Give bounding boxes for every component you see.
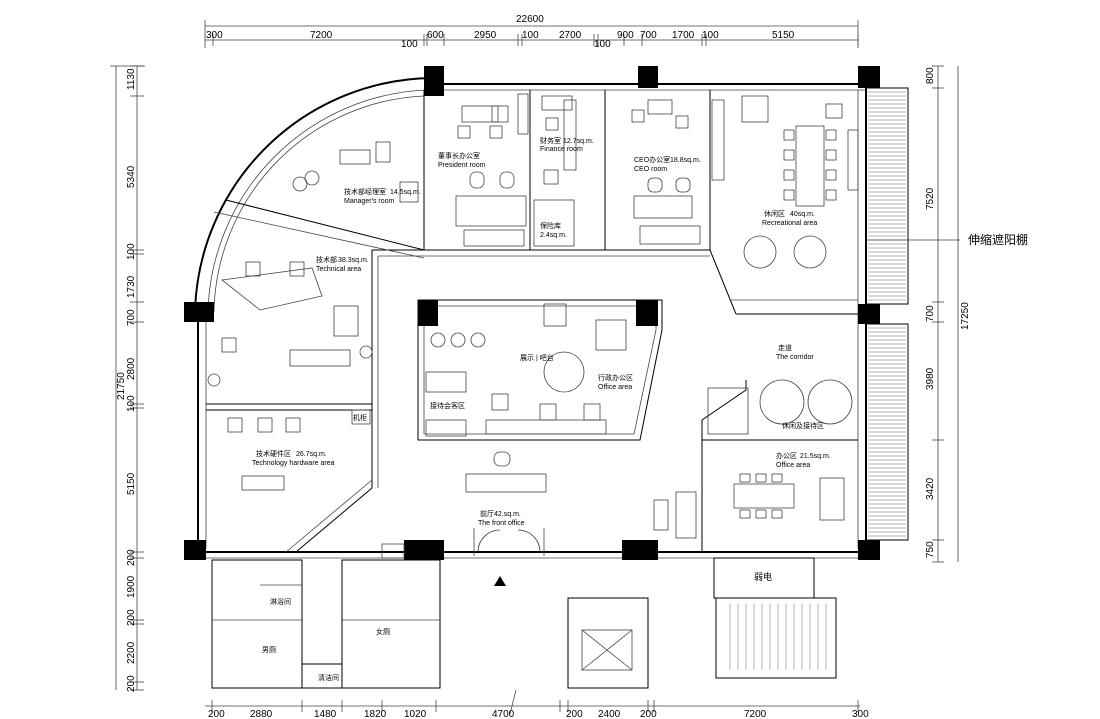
finance-room-cn: 财务室	[540, 136, 561, 145]
recreational-en: Recreational area	[762, 220, 817, 227]
office-area-area: 21.5sq.m.	[800, 453, 831, 460]
dim-top: 100	[702, 30, 719, 41]
dim-bottom: 1020	[404, 709, 427, 719]
dim-right: 800	[925, 67, 936, 84]
finance-room-en: Finance room	[540, 146, 583, 153]
manager-room-en: Manager's room	[344, 198, 395, 205]
dim-bottom: 1820	[364, 709, 387, 719]
dim-top: 100	[401, 39, 418, 50]
equipment-cabinet-cn: 机柜	[353, 413, 367, 422]
dim-left: 5150	[126, 472, 137, 495]
hardware-cn: 技术硬件区	[256, 449, 291, 458]
dim-left: 100	[126, 395, 137, 412]
hardware-en: Technology hardware area	[252, 460, 335, 467]
front-office-area: 42.sq.m.	[494, 511, 521, 518]
dim-right: 700	[925, 305, 936, 322]
hardware-area: 26.7sq.m.	[296, 451, 327, 458]
dim-left: 100	[126, 243, 137, 260]
dim-left: 1130	[126, 68, 137, 90]
dim-left: 5340	[126, 165, 137, 188]
dim-bottom: 300	[852, 709, 869, 719]
finance-room-area: 12.7sq.m.	[563, 138, 594, 145]
recreational-area: 40sq.m.	[790, 211, 815, 218]
walls	[194, 77, 880, 559]
ceo-room-area: 18.8sq.m.	[670, 157, 701, 164]
corridor-en: The corridor	[776, 354, 814, 361]
front-office-cn: 前厅	[480, 509, 494, 518]
shower-cn: 淋浴间	[270, 597, 291, 606]
dim-top: 1700	[672, 30, 695, 41]
dim-top: 100	[594, 39, 611, 50]
office-area-cn: 办公区	[776, 451, 797, 460]
dim-top: 2950	[474, 30, 497, 41]
dim-top: 2700	[559, 30, 582, 41]
manager-room-area: 14.5sq.m.	[390, 189, 421, 196]
dim-top: 700	[640, 30, 657, 41]
safe-cn: 保险库	[540, 221, 561, 230]
safe-area: 2.4sq.m.	[540, 232, 567, 239]
dim-right: 7520	[925, 187, 936, 210]
admin-office-en: Office area	[598, 384, 632, 391]
dim-top: 600	[427, 30, 444, 41]
awning-label: 伸缩遮阳棚	[968, 232, 1028, 247]
dim-left: 200	[126, 675, 137, 692]
dim-total-width: 22600	[516, 14, 544, 25]
dimension-lines	[110, 20, 959, 712]
dim-top: 100	[522, 30, 539, 41]
dim-left: 2800	[126, 357, 137, 380]
cleaning-room-cn: 清洁间	[318, 673, 339, 682]
dim-bottom: 2880	[250, 709, 273, 719]
dim-bottom: 4700	[492, 709, 515, 719]
ceo-room-cn: CEO办公室	[634, 155, 670, 164]
technical-en: Technical area	[316, 266, 361, 273]
dim-top: 7200	[310, 30, 333, 41]
corridor-cn: 走道	[778, 343, 792, 352]
service-zone	[211, 528, 837, 715]
dim-left: 200	[126, 549, 137, 566]
dim-left-total: 21750	[116, 372, 127, 400]
dim-bottom: 200	[566, 709, 583, 719]
terrace-awning: 伸缩遮阳棚	[865, 87, 1028, 541]
display-bar-cn: 展示 | 吧台	[520, 353, 554, 362]
room-labels: 董事长办公室 President room 财务室 12.7sq.m. Fina…	[252, 136, 831, 682]
technical-cn: 技术部	[316, 255, 337, 264]
men-restroom-cn: 男厕	[262, 646, 276, 654]
dimension-labels: 22600 300 7200 100 600 2950 100 2700 100…	[116, 14, 971, 719]
dim-bottom: 1480	[314, 709, 337, 719]
president-room-en: President room	[438, 162, 486, 169]
furniture	[207, 93, 859, 539]
dim-bottom: 2400	[598, 709, 621, 719]
office-area-en: Office area	[776, 462, 810, 469]
dim-bottom: 200	[208, 709, 225, 719]
dim-left: 2200	[126, 641, 137, 664]
dim-top: 5150	[772, 30, 795, 41]
dim-left: 200	[126, 609, 137, 626]
recreational-cn: 休闲区	[764, 209, 785, 218]
dim-top: 900	[617, 30, 634, 41]
reception-cn: 接待会客区	[430, 401, 465, 410]
columns	[184, 66, 880, 560]
president-room-cn: 董事长办公室	[438, 151, 480, 160]
ceo-room-en: CEO room	[634, 166, 667, 173]
front-office-en: The front office	[478, 520, 525, 527]
dim-right-total: 17250	[960, 302, 971, 330]
dim-left: 1900	[126, 575, 137, 598]
dim-bottom: 200	[640, 709, 657, 719]
dim-right: 750	[925, 541, 936, 558]
admin-office-cn: 行政办公区	[598, 373, 633, 382]
lounge-cn: 休闲及接待区	[782, 421, 824, 430]
dim-top: 300	[206, 30, 223, 41]
technical-area: 38.3sq.m.	[338, 257, 369, 264]
dim-left: 700	[126, 309, 137, 326]
manager-room-cn: 技术部经理室	[344, 187, 386, 196]
dim-right: 3980	[925, 367, 936, 390]
weak-current-cn: 弱电	[754, 571, 772, 582]
dim-left: 1730	[126, 275, 137, 298]
dim-right: 3420	[925, 477, 936, 500]
women-restroom-cn: 女厕	[376, 627, 390, 636]
dim-bottom: 7200	[744, 709, 767, 719]
